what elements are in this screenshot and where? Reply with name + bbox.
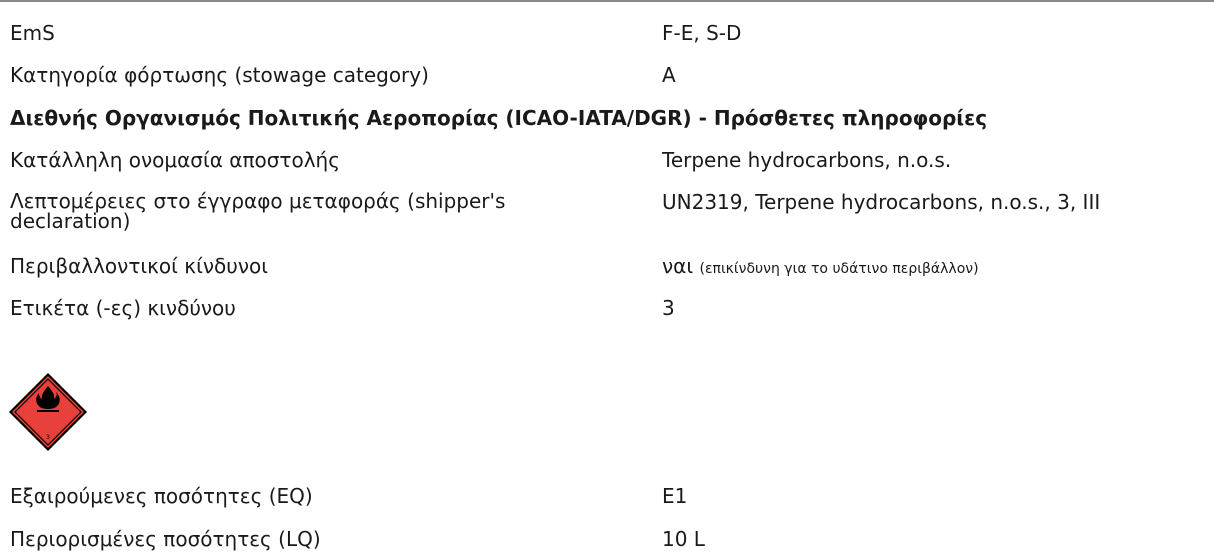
excepted-quantities-value: E1 bbox=[662, 484, 688, 508]
proper-shipping-name-value: Terpene hydrocarbons, n.o.s. bbox=[662, 148, 952, 172]
environmental-hazards-value: ναι (επικίνδυνη για το υδάτινο περιβάλλο… bbox=[662, 255, 1210, 280]
environmental-hazards-note: (επικίνδυνη για το υδάτινο περιβάλλον) bbox=[699, 261, 979, 277]
hazard-labels-label: Ετικέτα (-ες) κινδύνου bbox=[10, 296, 236, 320]
shipper-declaration-label-line2: declaration) bbox=[10, 209, 131, 233]
limited-quantities-label: Περιορισμένες ποσότητες (LQ) bbox=[10, 527, 321, 551]
shipper-declaration-value: UN2319, Terpene hydrocarbons, n.o.s., 3,… bbox=[662, 190, 1101, 214]
limited-quantities-value: 10 L bbox=[662, 527, 705, 551]
stowage-category-value: A bbox=[662, 63, 676, 87]
row-limited-quantities: Περιορισμένες ποσότητες (LQ) 10 L bbox=[10, 528, 1210, 550]
ems-label: EmS bbox=[10, 21, 55, 45]
row-stowage-category: Κατηγορία φόρτωσης (stowage category) A bbox=[10, 64, 1210, 86]
shipper-declaration-label-line1: Λεπτομέρειες στο έγγραφο μεταφοράς (ship… bbox=[10, 189, 506, 213]
row-excepted-quantities: Εξαιρούμενες ποσότητες (EQ) E1 bbox=[10, 485, 1210, 507]
icao-section-heading: Διεθνής Οργανισμός Πολιτικής Αεροπορίας … bbox=[10, 106, 988, 130]
shipper-declaration-label: Λεπτομέρειες στο έγγραφο μεταφοράς (ship… bbox=[10, 191, 662, 231]
row-hazard-labels: Ετικέτα (-ες) κινδύνου 3 bbox=[10, 297, 1210, 319]
row-shipper-declaration: Λεπτομέρειες στο έγγραφο μεταφοράς (ship… bbox=[10, 191, 1210, 231]
ems-value: F-E, S-D bbox=[662, 21, 742, 45]
flammable-liquid-class-3-diamond-icon: 3 bbox=[9, 373, 87, 451]
proper-shipping-name-label: Κατάλληλη ονομασία αποστολής bbox=[10, 148, 340, 172]
stowage-category-label: Κατηγορία φόρτωσης (stowage category) bbox=[10, 63, 429, 87]
flame-icon bbox=[36, 386, 60, 412]
class-number-text: 3 bbox=[46, 434, 50, 441]
excepted-quantities-label: Εξαιρούμενες ποσότητες (EQ) bbox=[10, 484, 313, 508]
row-environmental-hazards: Περιβαλλοντικοί κίνδυνοι ναι (επικίνδυνη… bbox=[10, 255, 1210, 280]
environmental-hazards-yes: ναι bbox=[662, 254, 694, 278]
hazard-labels-value: 3 bbox=[662, 296, 675, 320]
row-ems: EmS F-E, S-D bbox=[10, 22, 1210, 44]
row-proper-shipping-name: Κατάλληλη ονομασία αποστολής Terpene hyd… bbox=[10, 149, 1210, 171]
environmental-hazards-label: Περιβαλλοντικοί κίνδυνοι bbox=[10, 254, 269, 278]
top-divider bbox=[0, 0, 1214, 2]
